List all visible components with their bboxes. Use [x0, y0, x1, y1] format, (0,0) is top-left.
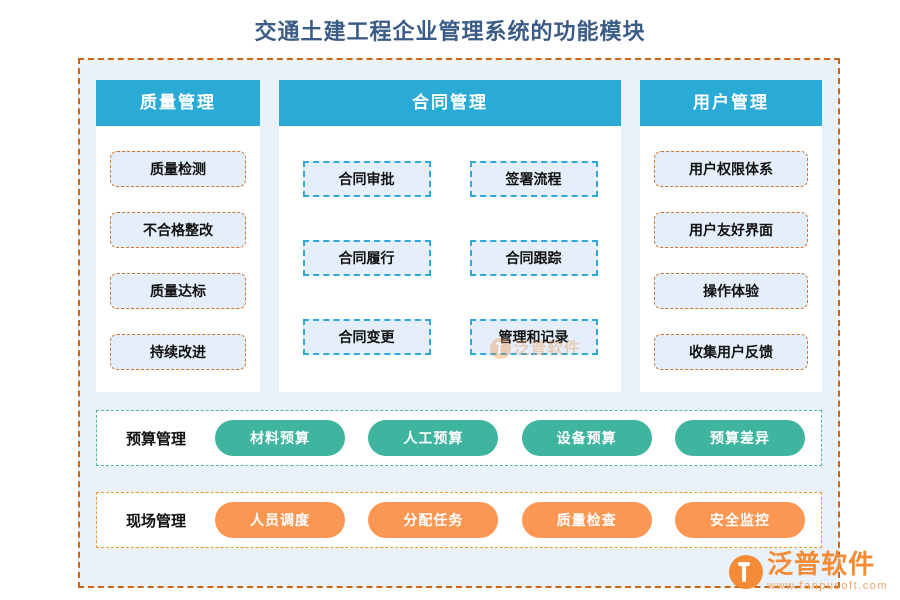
site-pill[interactable]: 分配任务: [368, 502, 499, 538]
card-header-contract: 合同管理: [279, 80, 621, 126]
site-row: 现场管理 人员调度 分配任务 质量检查 安全监控: [96, 492, 822, 548]
module-item[interactable]: 持续改进: [110, 333, 246, 370]
budget-pill[interactable]: 人工预算: [368, 420, 499, 456]
fanpu-f-icon: [490, 338, 512, 360]
site-row-label: 现场管理: [125, 511, 186, 530]
module-item[interactable]: 合同变更: [302, 318, 431, 355]
site-pill-group: 人员调度 分配任务 质量检查 安全监控: [215, 502, 821, 538]
budget-row-label: 预算管理: [125, 429, 186, 448]
brand-logo: 泛普软件 www.fanpusoft.com: [729, 552, 888, 592]
module-item[interactable]: 签署流程: [469, 161, 598, 198]
brand-logo-text: 泛普软件 www.fanpusoft.com: [767, 552, 888, 592]
module-item[interactable]: 管理和记录: [469, 318, 598, 355]
site-pill[interactable]: 人员调度: [215, 502, 345, 538]
module-card-contract: 合同管理 合同审批 签署流程 合同履行 合同跟踪 合同变更 管理和记录: [279, 80, 621, 392]
budget-pill[interactable]: 材料预算: [215, 420, 345, 456]
module-columns: 质量管理 质量检测 不合格整改 质量达标 持续改进 合同管理 合同审批 签署流程…: [96, 80, 822, 392]
module-item[interactable]: 操作体验: [654, 272, 808, 309]
logo-name: 泛普软件: [513, 339, 581, 358]
module-item[interactable]: 不合格整改: [110, 211, 246, 248]
site-pill[interactable]: 质量检查: [521, 502, 652, 538]
module-card-quality: 质量管理 质量检测 不合格整改 质量达标 持续改进: [96, 80, 260, 392]
site-pill[interactable]: 安全监控: [674, 502, 805, 538]
fanpu-f-icon: [729, 555, 764, 589]
card-header-quality: 质量管理: [96, 80, 260, 126]
logo-url: www.fanpusoft.com: [767, 580, 888, 592]
budget-pill[interactable]: 预算差异: [674, 420, 805, 456]
module-item[interactable]: 质量检测: [110, 150, 246, 187]
logo-watermark-text: 泛普软件: [514, 340, 581, 356]
card-header-user: 用户管理: [640, 80, 822, 126]
module-card-user: 用户管理 用户权限体系 用户友好界面 操作体验 收集用户反馈: [640, 80, 822, 392]
budget-row: 预算管理 材料预算 人工预算 设备预算 预算差异: [96, 410, 822, 466]
module-item[interactable]: 质量达标: [110, 272, 246, 309]
budget-pill[interactable]: 设备预算: [521, 420, 652, 456]
module-item[interactable]: 用户友好界面: [654, 211, 808, 248]
module-item[interactable]: 收集用户反馈: [654, 333, 808, 370]
logo-name: 泛普软件: [767, 550, 876, 580]
card-body-contract: 合同审批 签署流程 合同履行 合同跟踪 合同变更 管理和记录: [279, 126, 621, 392]
page-title: 交通土建工程企业管理系统的功能模块: [254, 19, 646, 45]
card-body-quality: 质量检测 不合格整改 质量达标 持续改进: [96, 126, 260, 392]
module-item[interactable]: 合同跟踪: [469, 239, 598, 276]
card-body-user: 用户权限体系 用户友好界面 操作体验 收集用户反馈: [640, 126, 822, 392]
module-item[interactable]: 合同履行: [302, 239, 431, 276]
budget-pill-group: 材料预算 人工预算 设备预算 预算差异: [215, 420, 821, 456]
module-item[interactable]: 合同审批: [302, 161, 431, 198]
logo-watermark: 泛普软件: [490, 338, 581, 360]
module-item[interactable]: 用户权限体系: [654, 150, 808, 187]
